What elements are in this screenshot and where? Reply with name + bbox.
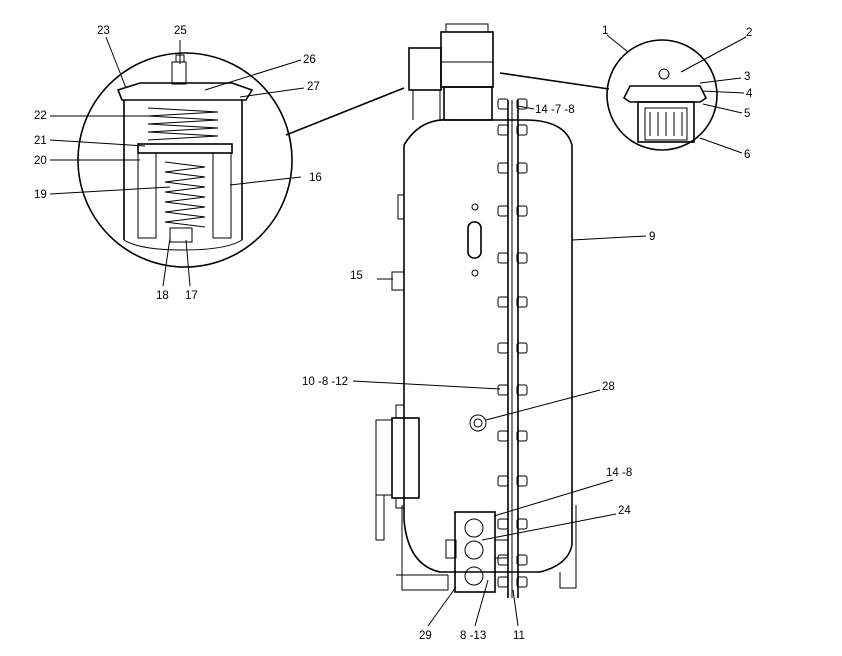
callout-14-7-8: 14 -7 -8 xyxy=(535,104,575,116)
top-valve-assembly xyxy=(408,23,494,121)
callout-labels: 1 2 3 4 5 6 9 14 -7 -8 15 10 -8 -12 28 1… xyxy=(34,25,753,642)
drain-plug xyxy=(469,414,487,432)
callout-29: 29 xyxy=(419,630,432,642)
callout-24: 24 xyxy=(618,505,631,517)
bolt-head xyxy=(516,205,528,217)
bolt-head xyxy=(516,430,528,442)
bolt-head xyxy=(516,98,528,110)
bolt-head xyxy=(497,430,509,442)
bolt-head xyxy=(497,518,509,530)
bolt-head xyxy=(497,384,509,396)
bolt-head xyxy=(516,576,528,588)
spring-detail-view xyxy=(77,52,405,268)
bolt-head xyxy=(497,205,509,217)
callout-28: 28 xyxy=(602,381,615,393)
bolt-head xyxy=(516,554,528,566)
leader-lines xyxy=(49,34,747,627)
bolt-head xyxy=(497,475,509,487)
callout-20: 20 xyxy=(34,155,47,167)
callout-1: 1 xyxy=(602,25,608,37)
callout-15: 15 xyxy=(350,270,363,282)
callout-11: 11 xyxy=(513,630,525,642)
callout-18: 18 xyxy=(156,290,169,302)
callout-26: 26 xyxy=(303,54,316,66)
callout-6: 6 xyxy=(744,149,750,161)
control-box xyxy=(375,404,420,541)
flange-bolts xyxy=(497,98,528,588)
callout-2: 2 xyxy=(746,27,752,39)
bolt-head xyxy=(516,384,528,396)
bolt-head xyxy=(516,124,528,136)
bolt-head xyxy=(516,252,528,264)
bottom-manifold xyxy=(445,511,509,593)
bolt-head xyxy=(516,342,528,354)
bolt-head xyxy=(497,576,509,588)
callout-21: 21 xyxy=(34,135,47,147)
bolt-head xyxy=(497,98,509,110)
callout-16: 16 xyxy=(309,172,322,184)
bolt-head xyxy=(516,162,528,174)
valve-detail-view xyxy=(499,39,718,151)
callout-9: 9 xyxy=(649,231,655,243)
callout-25: 25 xyxy=(174,25,187,37)
side-fitting xyxy=(391,271,405,291)
callout-5: 5 xyxy=(744,108,750,120)
callout-17: 17 xyxy=(185,290,198,302)
bolt-head xyxy=(516,475,528,487)
bolt-head xyxy=(516,296,528,308)
callout-14-8: 14 -8 xyxy=(606,467,632,479)
sight-glass xyxy=(467,203,482,277)
bolt-head xyxy=(497,342,509,354)
callout-3: 3 xyxy=(744,71,750,83)
bolt-head xyxy=(497,296,509,308)
bolt-head xyxy=(516,518,528,530)
tank-body xyxy=(396,119,577,591)
callout-4: 4 xyxy=(746,88,753,100)
callout-8-13: 8 -13 xyxy=(460,630,486,642)
bolt-head xyxy=(497,554,509,566)
callout-27: 27 xyxy=(307,81,320,93)
callout-10-8-12: 10 -8 -12 xyxy=(302,376,348,388)
bolt-head xyxy=(497,124,509,136)
callout-23: 23 xyxy=(97,25,110,37)
callout-19: 19 xyxy=(34,189,47,201)
bolt-head xyxy=(497,252,509,264)
bolt-head xyxy=(497,162,509,174)
callout-22: 22 xyxy=(34,110,47,122)
